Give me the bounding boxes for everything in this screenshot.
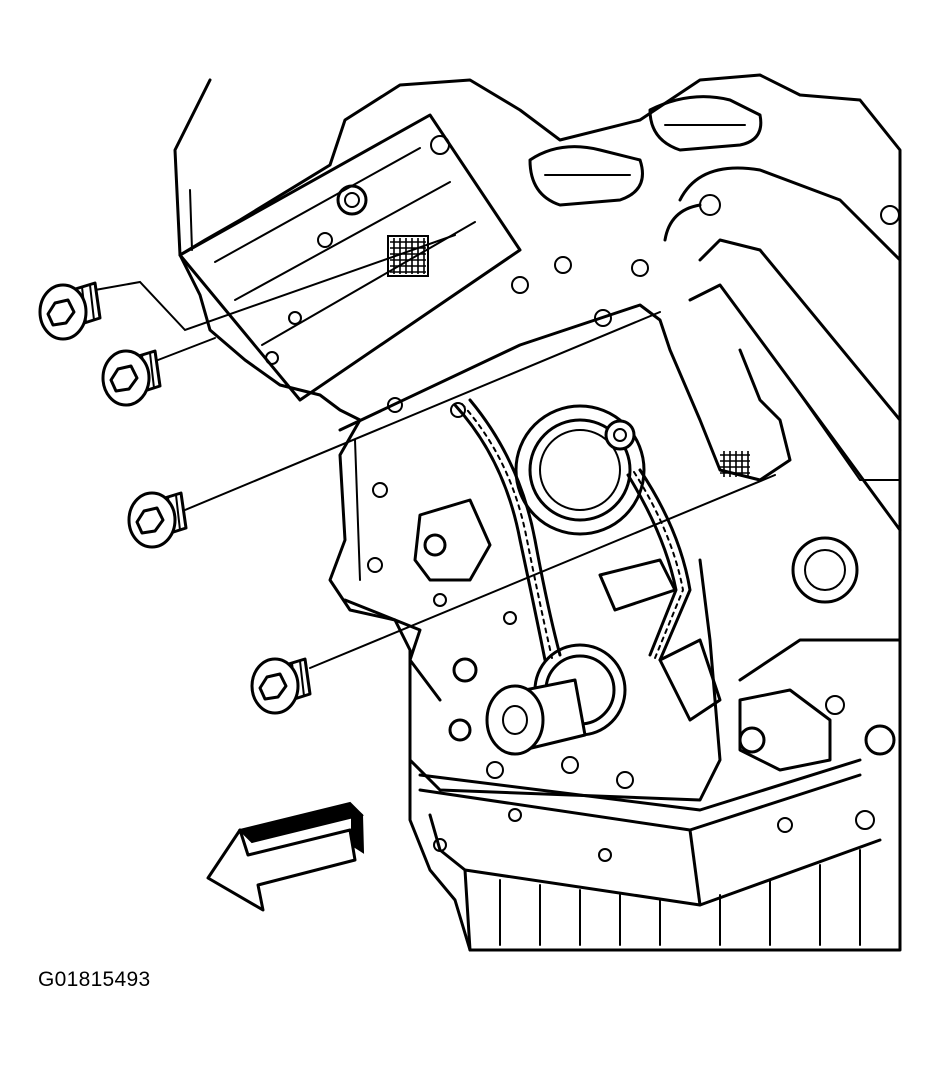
- camshaft-sprocket: [514, 404, 646, 536]
- figure-id-code: G01815493: [38, 968, 151, 991]
- block-hatch: [720, 451, 750, 477]
- oil-pan: [428, 813, 882, 952]
- plug-1: [38, 281, 102, 341]
- plug-2: [101, 349, 162, 407]
- timing-chain: [453, 398, 692, 662]
- plug-4: [250, 657, 312, 715]
- leader-lines: [94, 234, 776, 669]
- head-hatch: [387, 235, 429, 277]
- crankshaft-sprocket: [485, 643, 627, 756]
- engine-block: [173, 73, 902, 952]
- direction-arrow-icon: [206, 801, 365, 912]
- plug-3: [127, 491, 188, 549]
